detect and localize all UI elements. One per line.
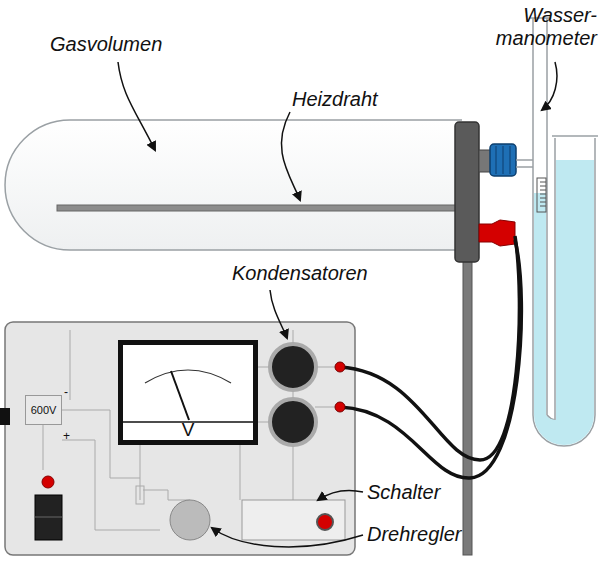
- mains-switch: [35, 495, 62, 540]
- scale: [537, 178, 546, 212]
- terminal: [335, 362, 345, 372]
- valve-knob: [490, 144, 516, 176]
- lamp: [42, 476, 54, 488]
- node-text: V: [123, 419, 253, 441]
- switch-box: [242, 500, 345, 540]
- callout-label: Gasvolumen: [50, 33, 162, 56]
- water: [534, 160, 594, 445]
- stand-rod: [463, 255, 472, 555]
- voltage-box: 600V: [25, 395, 62, 425]
- polarity-sign: -: [64, 386, 68, 400]
- callout-label: Drehregler: [367, 523, 461, 546]
- capacitor: [270, 399, 316, 445]
- terminal: [335, 402, 345, 412]
- switch-button: [317, 514, 333, 530]
- heating-wire: [57, 205, 462, 211]
- polarity-sign: +: [63, 430, 70, 444]
- manometer-tube: [533, 18, 595, 446]
- node-text: 600V: [26, 404, 61, 416]
- glass-tube: [5, 120, 462, 250]
- voltmeter: V: [118, 340, 258, 445]
- callout-label: Schalter: [367, 481, 440, 504]
- red-connector: [479, 220, 515, 246]
- rotary-knob: [170, 500, 210, 540]
- callout-label: Kondensatoren: [232, 262, 368, 285]
- valve-stem: [479, 150, 491, 172]
- power-cord: [0, 408, 10, 425]
- callout-label: Wasser- manometer: [496, 4, 597, 50]
- callout-label: Heizdraht: [292, 88, 378, 111]
- flange: [455, 122, 479, 262]
- leader-line: [118, 62, 557, 547]
- capacitor: [270, 344, 316, 390]
- power-supply: [5, 322, 355, 555]
